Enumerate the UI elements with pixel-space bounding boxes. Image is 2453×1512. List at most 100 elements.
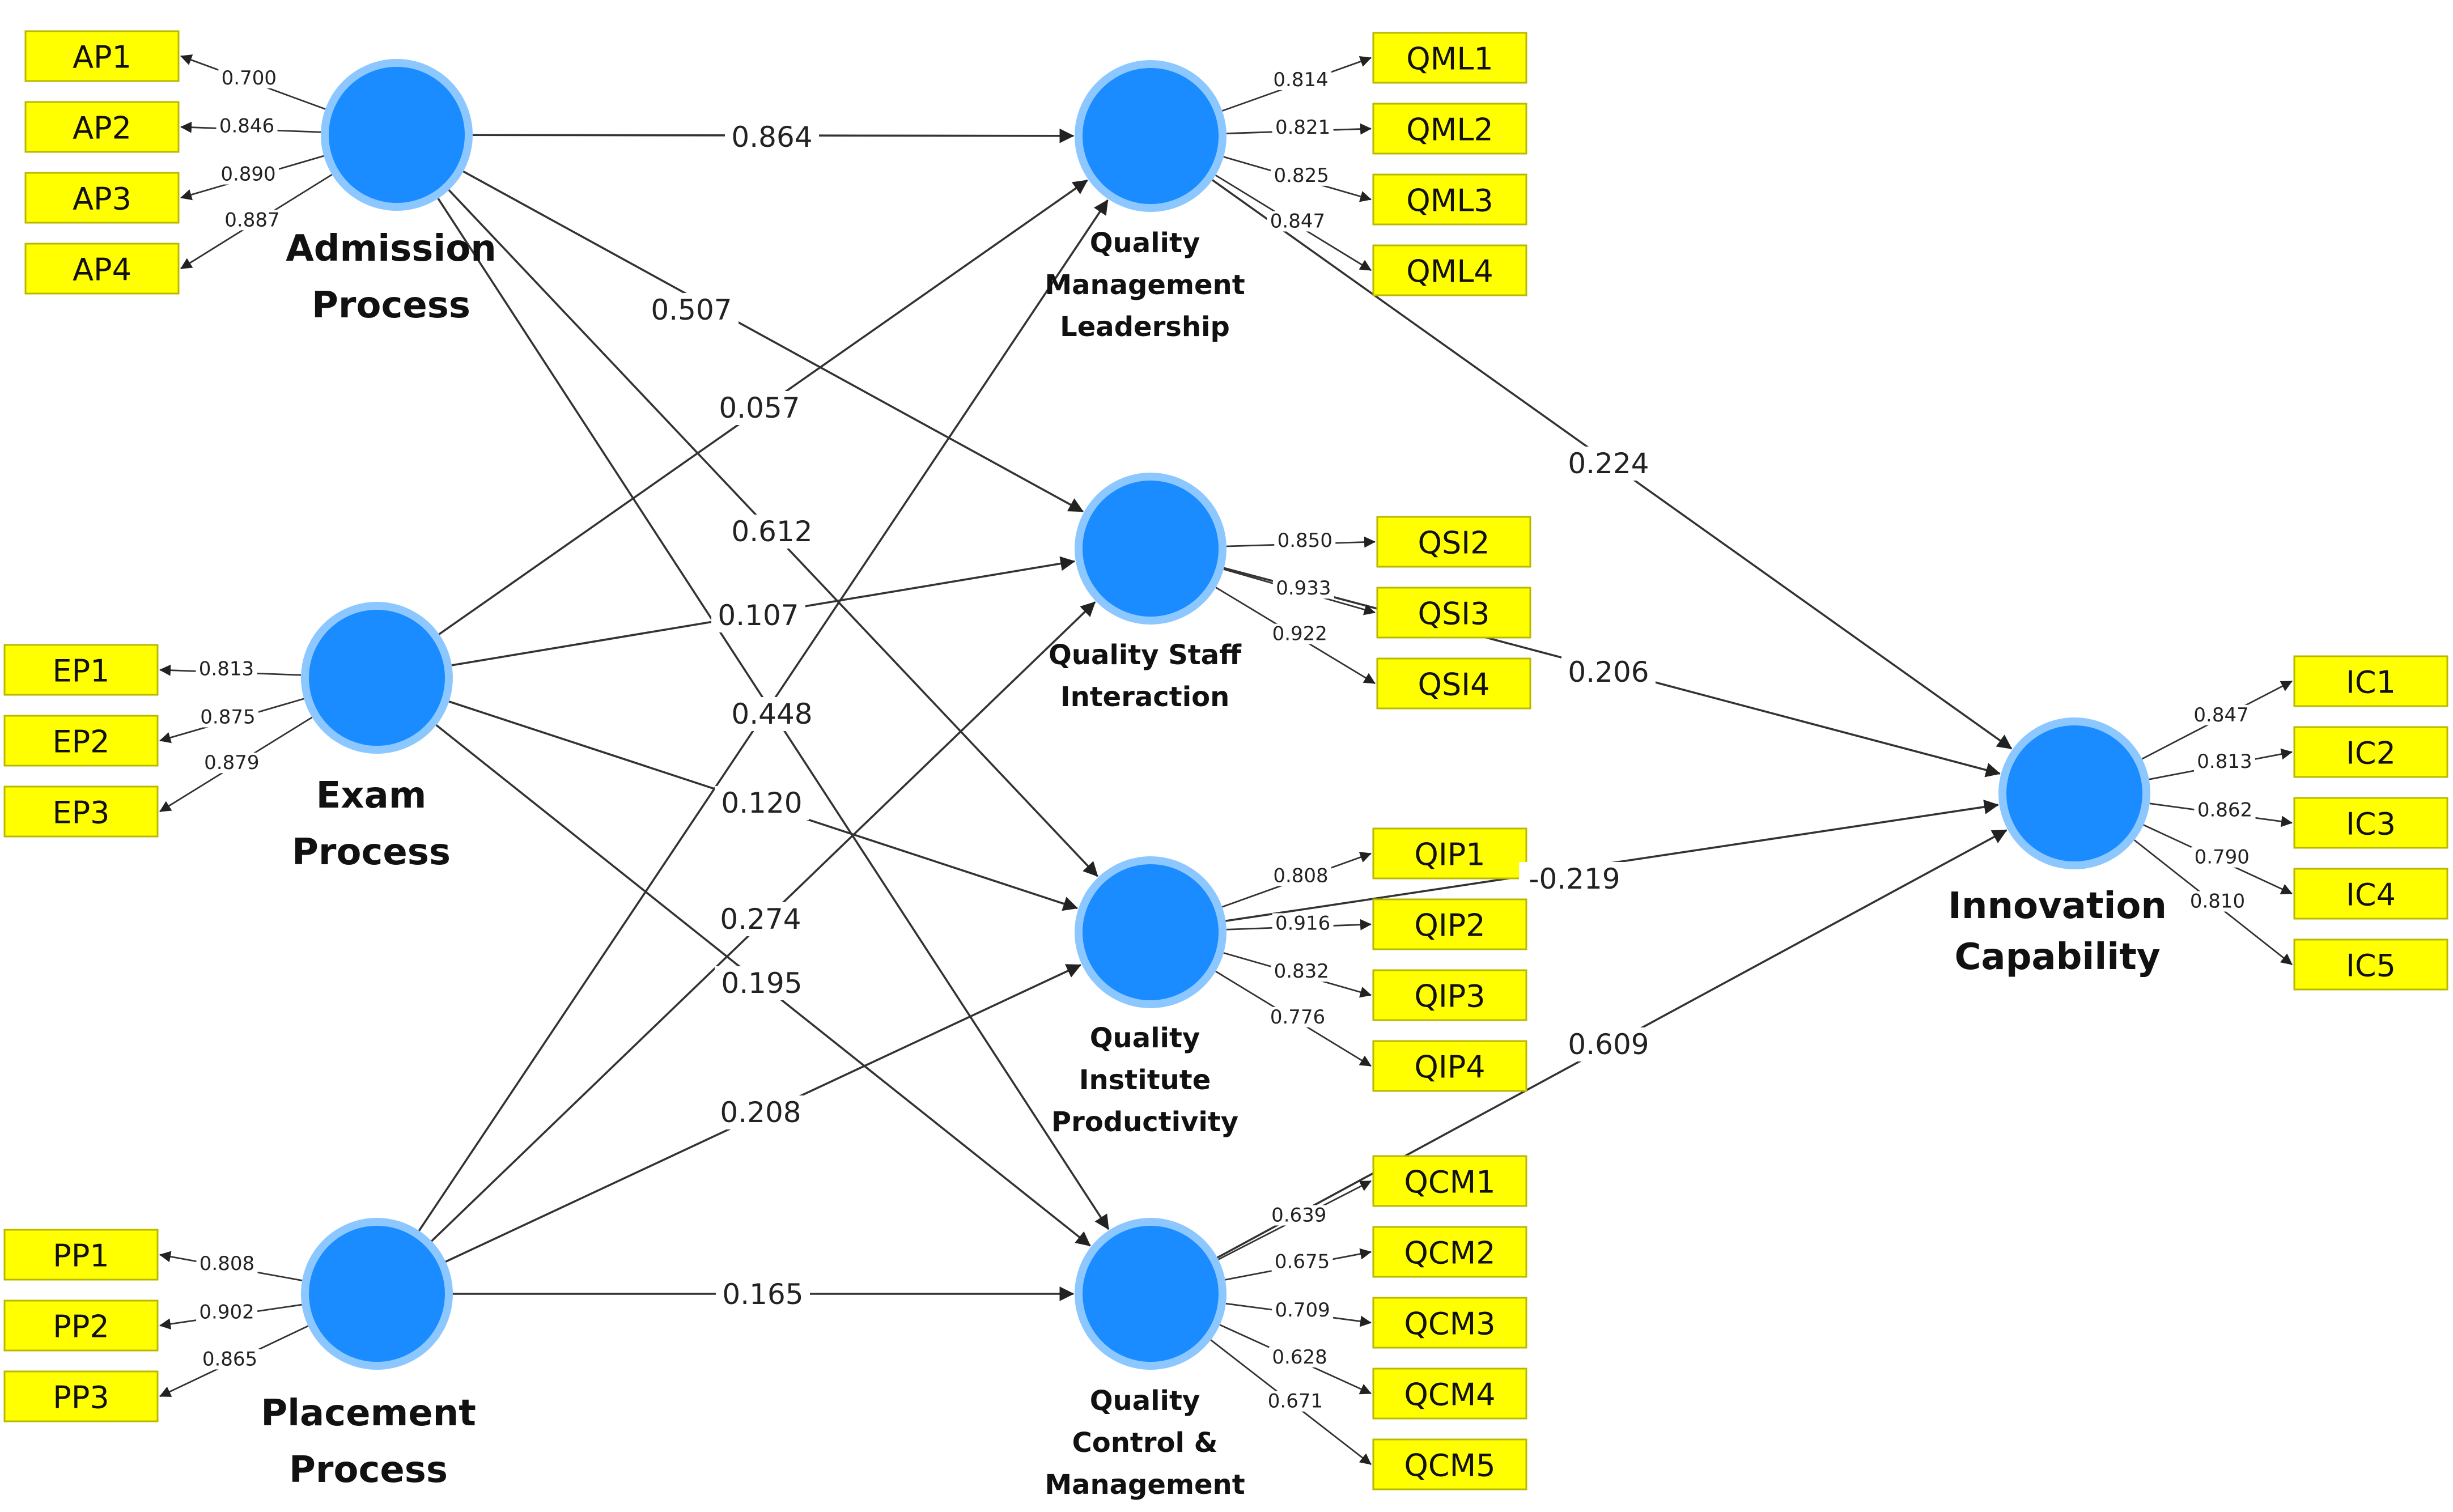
loading-qip2: 0.916 (1275, 912, 1330, 935)
indicator-qip1: QIP1 (1372, 827, 1527, 880)
indicator-box (1376, 516, 1531, 568)
path-coefficient-bg (725, 697, 819, 731)
indicator-label: QSI2 (1418, 525, 1489, 561)
indicator-box (1372, 898, 1527, 950)
loading-bg (1264, 1391, 1326, 1412)
indicator-box (1376, 657, 1531, 710)
indicator-ap2: AP2 (24, 101, 180, 153)
path-coefficient-bg (1561, 447, 1656, 481)
construct-label-qcm: Management (1045, 1469, 1245, 1501)
construct-circle (1083, 1226, 1219, 1362)
loading-bg (221, 210, 283, 231)
indicator-box (2293, 797, 2448, 849)
loading-bg (1272, 117, 1334, 138)
loading-ap2: 0.846 (219, 114, 274, 137)
indicator-ap1: AP1 (24, 30, 180, 82)
path-coefficient-qml-ic: 0.224 (1568, 447, 1649, 480)
loading-ic2: 0.813 (2197, 750, 2252, 773)
loading-bg (2191, 847, 2253, 868)
construct-qsi (1075, 473, 1226, 625)
loading-bg (2191, 704, 2252, 725)
indicator-box (3, 644, 159, 696)
indicator-ep1: EP1 (3, 644, 159, 696)
indicator-qml3: QML3 (1372, 173, 1527, 226)
indicator-box (3, 1299, 159, 1352)
loading-qml2: 0.821 (1275, 116, 1330, 139)
indicators: AP1AP2AP3AP4EP1EP2EP3PP1PP2PP3QML1QML2QM… (3, 30, 2448, 1490)
indicator-box (1372, 32, 1527, 84)
construct-label-pp: Process (289, 1449, 448, 1491)
construct-ic (1998, 717, 2150, 869)
path-coefficient-pp-qip: 0.208 (720, 1096, 801, 1129)
path-coefficient-ap-qsi: 0.507 (651, 294, 732, 326)
indicator-box (1372, 1438, 1527, 1490)
indicator-pp3: PP3 (3, 1370, 159, 1422)
loading-ep2: 0.875 (200, 706, 255, 728)
loading-ic5: 0.810 (2190, 890, 2245, 913)
loading-bg (1267, 1006, 1329, 1027)
indicator-box (3, 715, 159, 767)
construct-label-qip: Productivity (1051, 1106, 1238, 1138)
construct-label-qcm: Quality (1090, 1385, 1200, 1417)
loading-ap4: 0.887 (224, 209, 279, 231)
labels: 0.8640.5070.6120.4480.0570.1070.1200.195… (196, 67, 2256, 1501)
loading-qcm3: 0.709 (1275, 1299, 1330, 1322)
indicator-qip4: QIP4 (1372, 1040, 1527, 1092)
indicator-box (3, 1370, 159, 1422)
construct-label-ep: Exam (316, 775, 427, 817)
indicator-ep2: EP2 (3, 715, 159, 767)
indicator-label: IC2 (2346, 736, 2396, 771)
indicator-box (1372, 1040, 1527, 1092)
path-coefficient-bg (715, 966, 809, 1000)
loading-qml3: 0.825 (1274, 164, 1329, 187)
indicator-box (1372, 1297, 1527, 1349)
indicator-box (24, 172, 180, 224)
indicator-label: QCM2 (1404, 1235, 1495, 1271)
construct-label-ic: Innovation (1948, 885, 2167, 927)
loading-bg (1269, 1347, 1331, 1367)
path-coefficient-ep-qsi: 0.107 (718, 599, 799, 632)
indicator-box (2293, 938, 2448, 991)
construct-label-qml: Quality (1090, 227, 1200, 259)
construct-label-qcm: Control & (1072, 1427, 1218, 1459)
path-coefficient-bg (712, 391, 807, 425)
indicator-ap4: AP4 (24, 243, 180, 295)
loading-qsi2: 0.850 (1278, 529, 1332, 552)
construct-circle (1083, 68, 1219, 204)
indicator-qcm1: QCM1 (1372, 1155, 1527, 1207)
loading-bg (199, 1349, 261, 1370)
indicator-ap3: AP3 (24, 172, 180, 224)
loading-ep3: 0.879 (204, 751, 259, 774)
indicator-label: QSI3 (1418, 596, 1489, 632)
indicator-qsi3: QSI3 (1376, 587, 1531, 639)
construct-qml (1075, 60, 1226, 212)
construct-qcm (1075, 1218, 1226, 1370)
indicator-label: IC1 (2346, 665, 2396, 700)
indicator-qml1: QML1 (1372, 32, 1527, 84)
indicator-qcm3: QCM3 (1372, 1297, 1527, 1349)
loading-qcm4: 0.628 (1272, 1346, 1327, 1369)
path-edge-ap-qsi (460, 169, 1084, 513)
indicator-label: EP3 (52, 795, 109, 831)
indicator-label: AP3 (73, 181, 131, 217)
path-coefficient-ep-qml: 0.057 (719, 392, 800, 424)
construct-label-qml: Management (1045, 269, 1245, 301)
construct-label-ic: Capability (1954, 936, 2160, 978)
indicator-label: AP4 (73, 252, 131, 288)
indicator-label: QML3 (1406, 183, 1493, 219)
indicator-box (1372, 103, 1527, 155)
indicator-qsi2: QSI2 (1376, 516, 1531, 568)
loading-bg (216, 116, 278, 137)
construct-ep (301, 602, 453, 754)
indicator-box (24, 243, 180, 295)
indicator-box (2293, 868, 2448, 920)
indicator-ic2: IC2 (2293, 726, 2448, 778)
loading-qml1: 0.814 (1273, 69, 1328, 91)
indicator-box (1372, 173, 1527, 226)
indicator-label: PP1 (53, 1238, 109, 1274)
indicator-label: QSI4 (1418, 667, 1489, 703)
construct-circle (309, 610, 445, 746)
loading-bg (1270, 865, 1331, 886)
indicator-qip2: QIP2 (1372, 898, 1527, 950)
indicator-ic4: IC4 (2293, 868, 2448, 920)
